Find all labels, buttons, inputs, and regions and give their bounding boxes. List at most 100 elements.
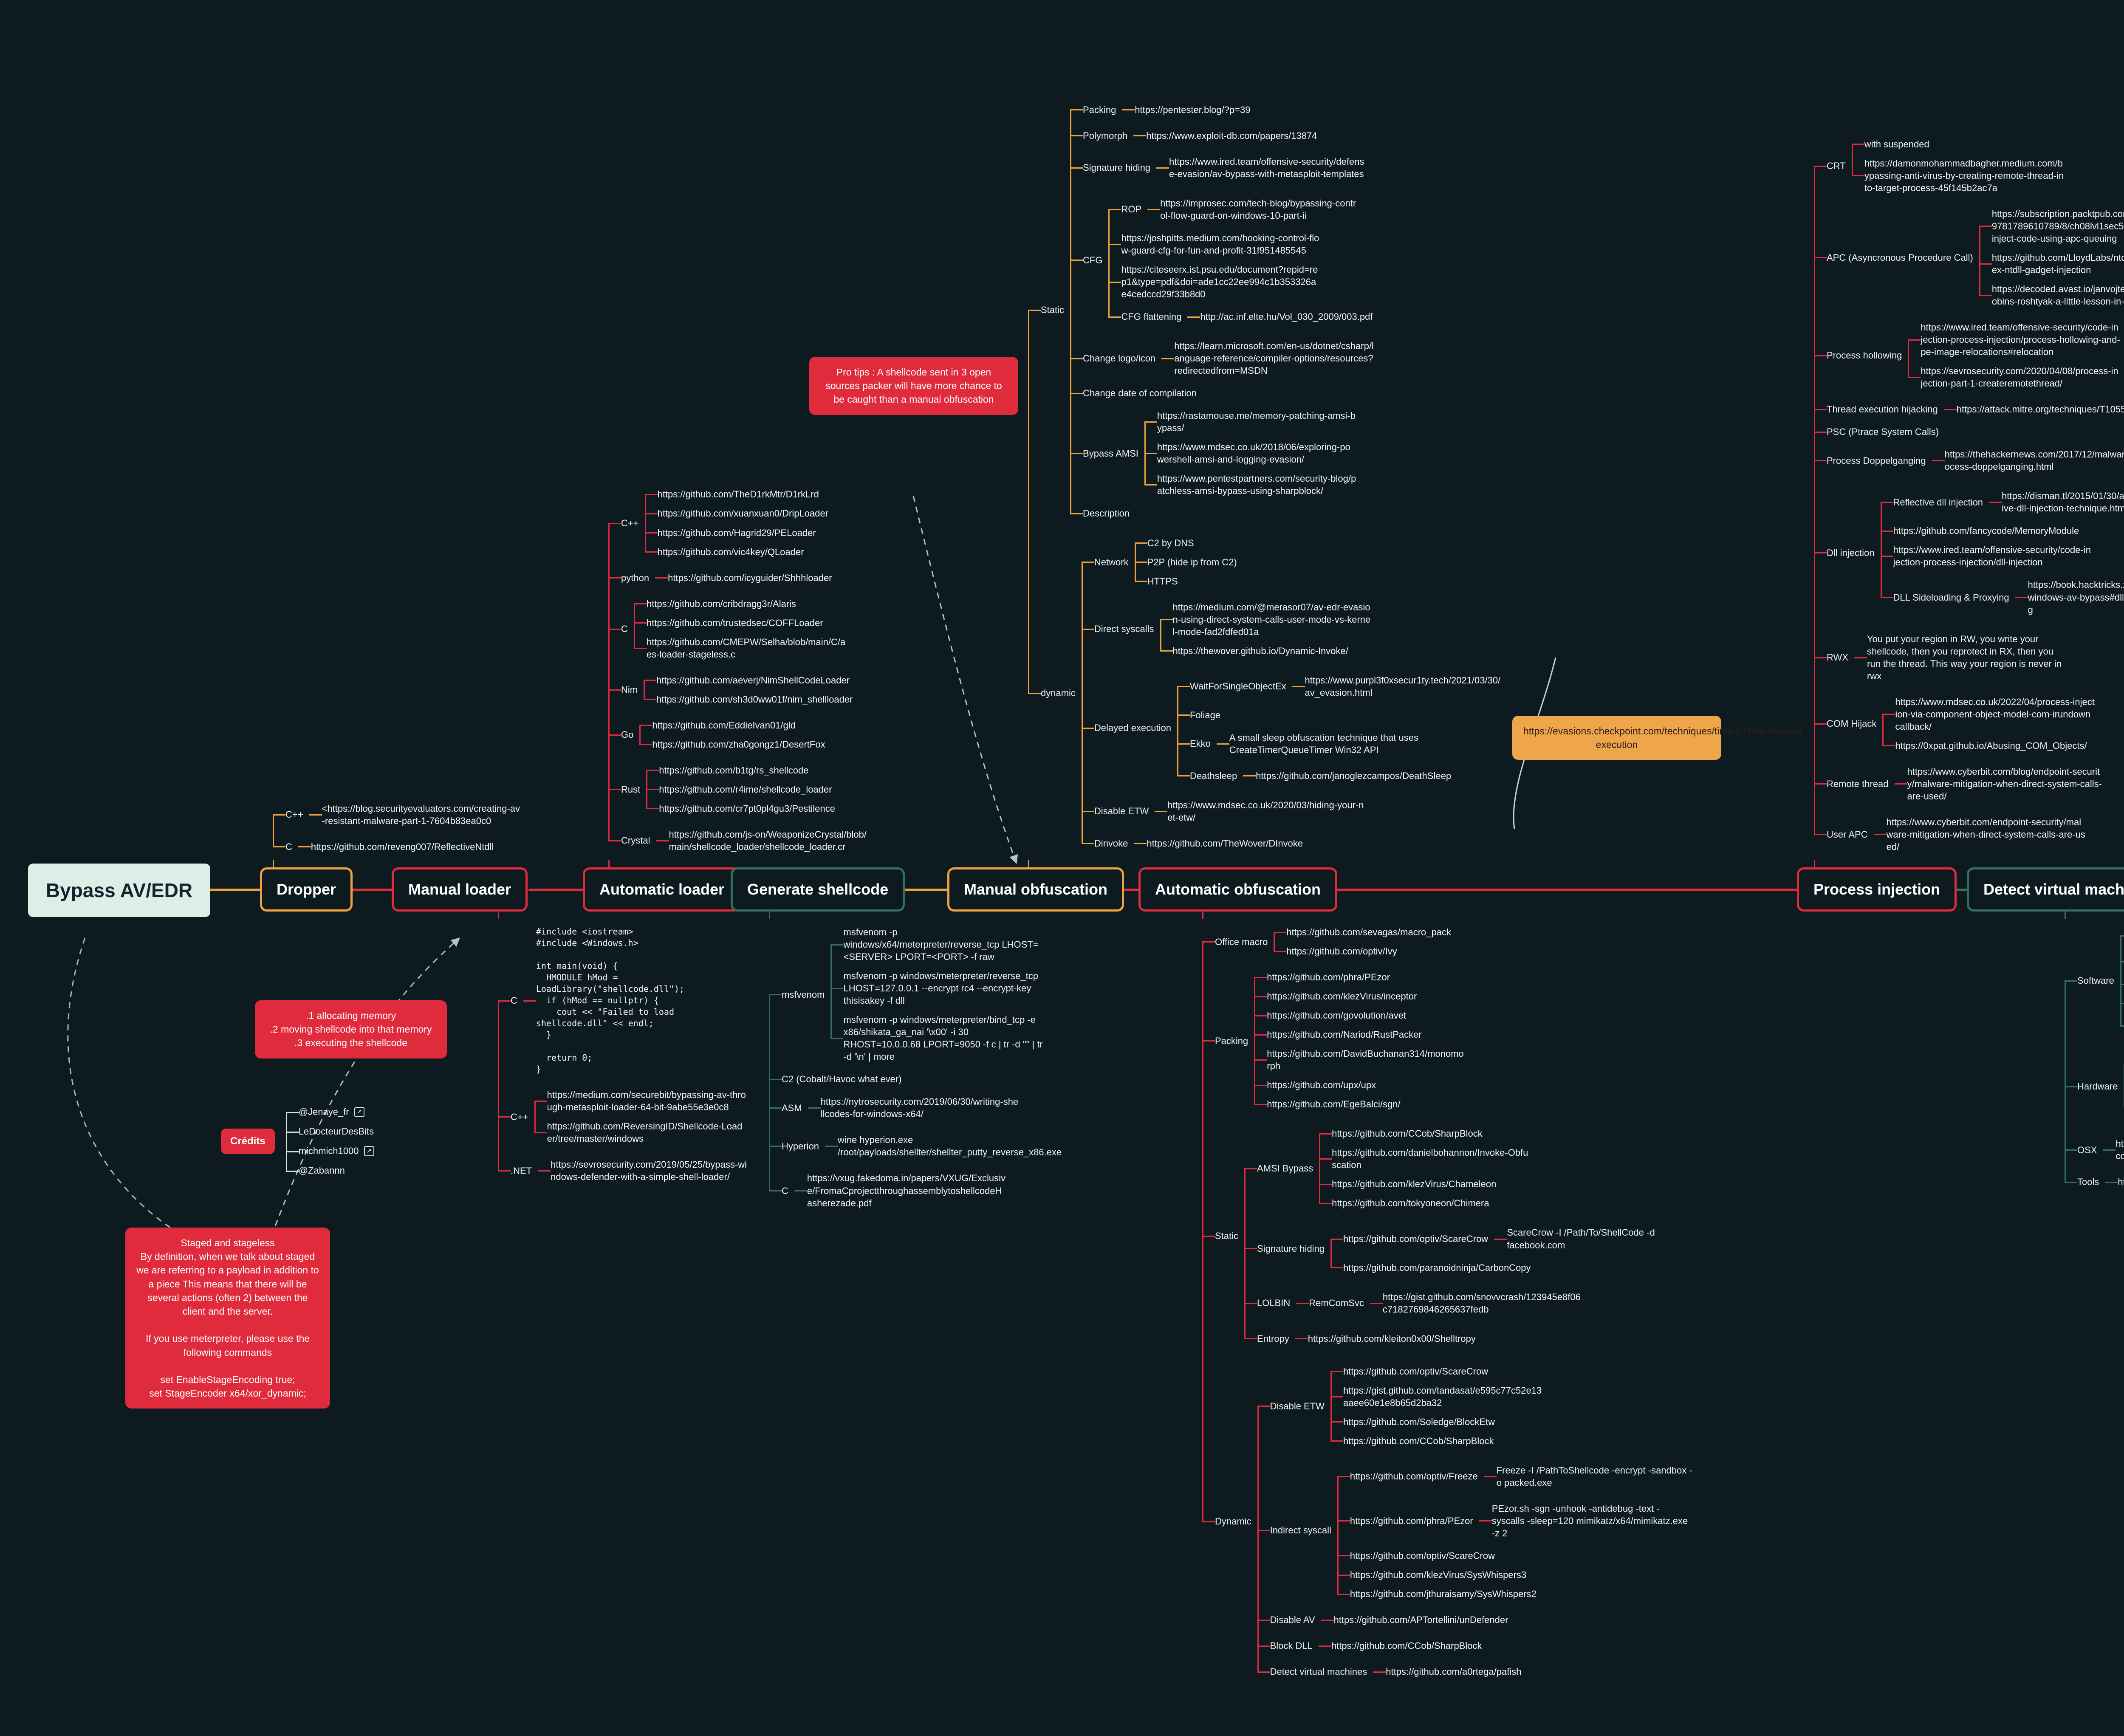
topic-hyperion[interactable]: Hyperion — [782, 1140, 819, 1152]
link-github-com-cmepw-selha-blob-main-c-aes-loader-st[interactable]: https://github.com/CMEPW/Selha/blob/main… — [646, 636, 846, 660]
topic-cfg-flattening[interactable]: CFG flattening — [1121, 311, 1182, 322]
topic-bypass-amsi[interactable]: Bypass AMSI — [1083, 448, 1138, 459]
link-github-com-aeverj-nimshellcodeloader[interactable]: https://github.com/aeverj/NimShellCodeLo… — [656, 675, 850, 686]
topic-user-apc[interactable]: User APC — [1827, 829, 1868, 840]
topic-disable-etw[interactable]: Disable ETW — [1270, 1400, 1325, 1411]
link-github-com-optiv-freeze[interactable]: https://github.com/optiv/Freeze — [1350, 1471, 1478, 1482]
link-github-com-optiv-scarecrow[interactable]: https://github.com/optiv/ScareCrow — [1343, 1233, 1488, 1244]
link-https-blog-securityevaluators-com-creating-av-re[interactable]: <https://blog.securityevaluators.com/cre… — [322, 803, 520, 826]
link-medium-com-merasor07-av-edr-evasion-using-direct[interactable]: https://medium.com/@merasor07/av-edr-eva… — [1172, 601, 1371, 637]
topic-c[interactable]: C — [621, 624, 628, 635]
link-github-com-eddieivan01-gld[interactable]: https://github.com/EddieIvan01/gld — [652, 720, 796, 731]
link-github-com-kleiton0x00-shelltropy[interactable]: https://github.com/kleiton0x00/Shelltrop… — [1308, 1333, 1476, 1344]
link-decoded-avast-io-janvojtesek-raspberry-robins-ro[interactable]: https://decoded.avast.io/janvojtesek/ras… — [1991, 283, 2124, 307]
topic-description[interactable]: Description — [1083, 508, 1130, 519]
link-www-exploit-db-com-papers-13874[interactable]: https://www.exploit-db.com/papers/13874 — [1146, 130, 1317, 141]
link-github-com-cribdragg3r-alaris[interactable]: https://github.com/cribdragg3r/Alaris — [646, 598, 796, 609]
topic-c[interactable]: C — [511, 995, 517, 1006]
topic-ekko[interactable]: Ekko — [1189, 738, 1211, 749]
link-www-mdsec-co-uk-2022-04-process-injection-via-co[interactable]: https://www.mdsec.co.uk/2022/04/process-… — [1895, 696, 2095, 732]
link-0xpat-github-io-abusing-com-objects[interactable]: https://0xpat.github.io/Abusing_COM_Obje… — [1895, 740, 2087, 751]
credit-zabannn[interactable]: @Zabannn — [285, 1161, 374, 1180]
pro-tips-note[interactable]: Pro tips : A shellcode sent in 3 open so… — [809, 357, 1018, 415]
topic-tools[interactable]: Tools — [2077, 1177, 2099, 1188]
topic-waitforsingleobjectex[interactable]: WaitForSingleObjectEx — [1189, 681, 1286, 692]
branch-node-manual-obfuscation[interactable]: Manual obfuscation — [947, 867, 1124, 912]
link-sevrosecurity-com-2020-04-08-process-injection-p[interactable]: https://sevrosecurity.com/2020/04/08/pro… — [1921, 366, 2118, 389]
delayed-execution-note[interactable]: https://evasions.checkpoint.com/techniqu… — [1512, 716, 1805, 760]
topic-c[interactable]: C++ — [285, 809, 303, 820]
topic-c[interactable]: C — [782, 1185, 788, 1196]
link-github-com-ccob-sharpblock[interactable]: https://github.com/CCob/SharpBlock — [1332, 1128, 1483, 1139]
topic-direct-syscalls[interactable]: Direct syscalls — [1094, 624, 1154, 635]
topic-lolbin[interactable]: LOLBIN — [1257, 1298, 1291, 1309]
link-github-com-klezvirus-inceptor[interactable]: https://github.com/klezVirus/inceptor — [1267, 991, 1417, 1002]
branch-node-automatic-loader[interactable]: Automatic loader — [583, 867, 741, 912]
topic-office-macro[interactable]: Office macro — [1215, 936, 1268, 947]
link-thewover-github-io-dynamic-invoke[interactable]: https://thewover.github.io/Dynamic-Invok… — [1172, 645, 1348, 656]
link-github-com-sh3d0ww01f-nim-shellloader[interactable]: https://github.com/sh3d0ww01f/nim_shelll… — [656, 694, 853, 705]
topic-c[interactable]: C++ — [511, 1111, 528, 1122]
branch-node-detect-virtual-machines-sandbox[interactable]: Detect virtual machines (Sandbox) — [1967, 867, 2124, 912]
topic-process-doppelganging[interactable]: Process Doppelganging — [1827, 455, 1926, 466]
branch-node-manual-loader[interactable]: Manual loader — [392, 867, 528, 912]
topic-c[interactable]: C — [285, 841, 292, 852]
link-nytrosecurity-com-2019-06-30-writing-shellcodes-[interactable]: https://nytrosecurity.com/2019/06/30/wri… — [820, 1096, 1019, 1120]
link-github-com-aptortellini-undefender[interactable]: https://github.com/APTortellini/unDefend… — [1333, 1615, 1508, 1626]
link-joshpitts-medium-com-hooking-control-flow-guard-[interactable]: https://joshpitts.medium.com/hooking-con… — [1121, 232, 1319, 256]
link-gist-github-com-tandasat-e595c77c52e13aaee60e1e8[interactable]: https://gist.github.com/tandasat/e595c77… — [1343, 1385, 1542, 1408]
topic-c[interactable]: C++ — [621, 517, 639, 528]
link-github-com-a0rtega-pafish[interactable]: https://github.com/a0rtega/pafish — [1386, 1666, 1522, 1677]
topic-hardware[interactable]: Hardware — [2077, 1081, 2118, 1092]
link-github-com-reversingid-shellcode-loader-tree-mas[interactable]: https://github.com/ReversingID/Shellcode… — [547, 1121, 743, 1144]
topic-process-hollowing[interactable]: Process hollowing — [1827, 350, 1902, 361]
link-www-ired-team-offensive-security-code-injection-[interactable]: https://www.ired.team/offensive-security… — [1921, 322, 2120, 358]
link-github-com-reveng007-reflectiventdll[interactable]: https://github.com/reveng007/ReflectiveN… — [311, 841, 494, 852]
topic-https[interactable]: HTTPS — [1147, 576, 1178, 587]
link-github-com-b1tg-rs-shellcode[interactable]: https://github.com/b1tg/rs_shellcode — [659, 765, 809, 776]
link-github-com-nariod-rustpacker[interactable]: https://github.com/Nariod/RustPacker — [1267, 1029, 1422, 1040]
link-github-com-klezvirus-syswhispers3[interactable]: https://github.com/klezVirus/SysWhispers… — [1350, 1569, 1527, 1580]
link-medium-com-securebit-bypassing-av-through-metasp[interactable]: https://medium.com/securebit/bypassing-a… — [547, 1090, 746, 1113]
link-attack-mitre-org-techniques-t1055-003[interactable]: https://attack.mitre.org/techniques/T105… — [1956, 404, 2124, 415]
topic-dll-sideloading-proxying[interactable]: DLL Sideloading & Proxying — [1893, 592, 2009, 603]
topic-c2-cobalt-havoc-what-ever[interactable]: C2 (Cobalt/Havoc what ever) — [782, 1074, 902, 1085]
topic-cfg[interactable]: CFG — [1083, 254, 1103, 265]
topic-reflective-dll-injection[interactable]: Reflective dll injection — [1893, 497, 1983, 508]
topic-apc-asyncronous-procedure-call[interactable]: APC (Asyncronous Procedure Call) — [1827, 252, 1973, 263]
link-github-com-vic4key-qloader[interactable]: https://github.com/vic4key/QLoader — [657, 546, 804, 557]
link-github-com-fancycode-memorymodule[interactable]: https://github.com/fancycode/MemoryModul… — [1893, 525, 2079, 536]
topic-signature-hiding[interactable]: Signature hiding — [1257, 1243, 1325, 1254]
link-github-com-optiv-ivy[interactable]: https://github.com/optiv/Ivy — [1286, 946, 1397, 957]
topic-foliage[interactable]: Foliage — [1189, 709, 1221, 720]
topic-rwx[interactable]: RWX — [1827, 652, 1848, 663]
topic-p2p-hide-ip-from-c2[interactable]: P2P (hide ip from C2) — [1147, 556, 1237, 567]
topic-packing[interactable]: Packing — [1215, 1035, 1248, 1046]
external-link-icon[interactable]: ↗ — [364, 1146, 375, 1156]
topic-block-dll[interactable]: Block DLL — [1270, 1640, 1313, 1651]
topic-osx[interactable]: OSX — [2077, 1144, 2097, 1155]
link-www-cyberbit-com-endpoint-security-malware-mitig[interactable]: https://www.cyberbit.com/endpoint-securi… — [1886, 816, 2085, 852]
link-pentester-blog-p-39[interactable]: https://pentester.blog/?p=39 — [1135, 104, 1251, 115]
topic-psc-ptrace-system-calls[interactable]: PSC (Ptrace System Calls) — [1827, 426, 1939, 438]
topic-crystal[interactable]: Crystal — [621, 835, 650, 846]
link-github-com-danielbohannon-invoke-obfuscation[interactable]: https://github.com/danielbohannon/Invoke… — [1332, 1147, 1528, 1171]
topic-dynamic[interactable]: dynamic — [1041, 688, 1076, 699]
link-damonmohammadbagher-medium-com-bypassing-anti-vi[interactable]: https://damonmohammadbagher.medium.com/b… — [1864, 158, 2064, 193]
link-evasions-checkpoint-com-techniques-macos-html-ma[interactable]: https://evasions.checkpoint.com/techniqu… — [2116, 1138, 2124, 1162]
link-github-com-cr7pt0pl4gu3-pestilence[interactable]: https://github.com/cr7pt0pl4gu3/Pestilen… — [659, 803, 835, 814]
topic-deathsleep[interactable]: Deathsleep — [1189, 770, 1237, 781]
link-rastamouse-me-memory-patching-amsi-bypass[interactable]: https://rastamouse.me/memory-patching-am… — [1157, 410, 1356, 434]
topic-change-logo-icon[interactable]: Change logo/icon — [1083, 353, 1156, 364]
link-github-com-phra-pezor[interactable]: https://github.com/phra/PEzor — [1267, 972, 1390, 983]
link-github-com-tokyoneon-chimera[interactable]: https://github.com/tokyoneon/Chimera — [1332, 1198, 1489, 1209]
branch-node-dropper[interactable]: Dropper — [260, 867, 353, 912]
link-github-com-upx-upx[interactable]: https://github.com/upx/upx — [1267, 1080, 1376, 1091]
branch-node-process-injection[interactable]: Process injection — [1797, 867, 1957, 912]
topic-static[interactable]: Static — [1041, 305, 1065, 316]
link-vxug-fakedoma-in-papers-vxug-exclusive-fromacpro[interactable]: https://vxug.fakedoma.in/papers/VXUG/Exc… — [807, 1173, 1006, 1208]
link-github-com-soledge-blocketw[interactable]: https://github.com/Soledge/BlockEtw — [1343, 1416, 1495, 1427]
topic-packing[interactable]: Packing — [1083, 104, 1116, 115]
link-github-com-klezvirus-chameleon[interactable]: https://github.com/klezVirus/Chameleon — [1332, 1179, 1497, 1190]
link-github-com-optiv-scarecrow[interactable]: https://github.com/optiv/ScareCrow — [1343, 1366, 1488, 1377]
